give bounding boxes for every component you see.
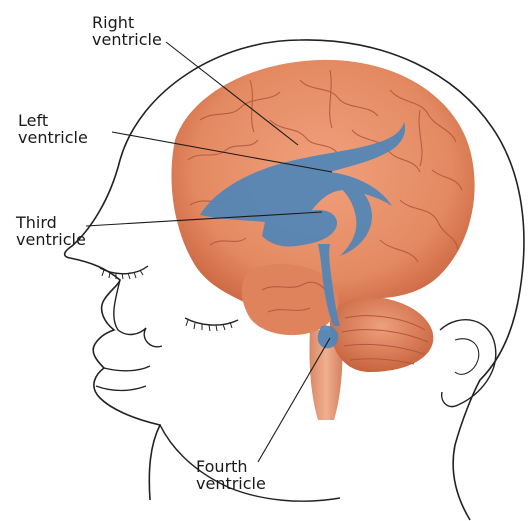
label-right-ventricle-line1: Right	[92, 14, 162, 31]
nose-outline	[114, 280, 162, 347]
label-right-ventricle-line2: ventricle	[92, 31, 162, 48]
label-fourth-ventricle-line2: ventricle	[196, 475, 266, 492]
eye-right-closed	[185, 318, 238, 325]
label-third-ventricle-line1: Third	[16, 214, 86, 231]
label-third-ventricle: Third ventricle	[16, 214, 86, 248]
label-fourth-ventricle-line1: Fourth	[196, 458, 266, 475]
eye-left-closed	[100, 266, 148, 274]
mouth-outline	[96, 366, 150, 391]
label-right-ventricle: Right ventricle	[92, 14, 162, 48]
label-left-ventricle-line2: ventricle	[18, 129, 88, 146]
label-third-ventricle-line2: ventricle	[16, 231, 86, 248]
label-fourth-ventricle: Fourth ventricle	[196, 458, 266, 492]
ear-inner	[455, 339, 479, 375]
ear-outline	[440, 320, 496, 407]
cerebellum	[330, 296, 433, 372]
label-left-ventricle: Left ventricle	[18, 112, 88, 146]
label-left-ventricle-line1: Left	[18, 112, 88, 129]
